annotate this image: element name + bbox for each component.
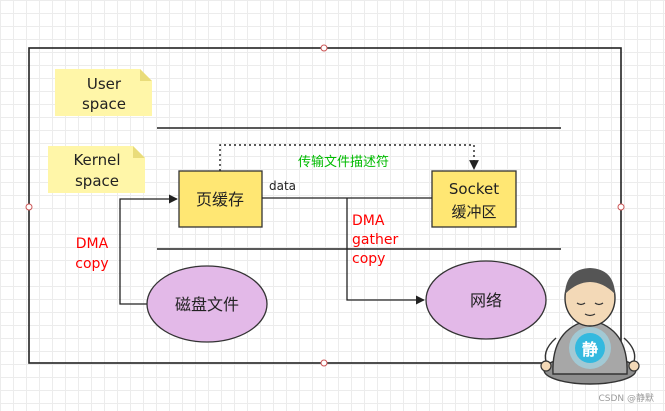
frame-handle-right[interactable] <box>617 203 625 211</box>
dma-gather-line1: DMA <box>352 213 385 229</box>
page-cache-label: 页缓存 <box>196 190 244 209</box>
descriptor-arrow <box>219 144 479 171</box>
kernel-space-line2: space <box>75 172 119 190</box>
dma-gather-line3: copy <box>352 251 385 267</box>
socket-buffer-line1: Socket <box>449 180 499 198</box>
frame-handle-top[interactable] <box>320 44 328 52</box>
disk-file-label: 磁盘文件 <box>175 295 239 314</box>
dma-gather-line2: gather <box>352 232 398 248</box>
socket-buffer-line2: 缓冲区 <box>451 203 496 221</box>
dma-copy-line1: DMA <box>76 236 109 252</box>
disk-file-node <box>146 265 268 343</box>
meditating-mascot-icon <box>540 268 640 385</box>
watermark: CSDN @静默 <box>598 392 654 404</box>
descriptor-label: 传输文件描述符 <box>298 154 389 170</box>
network-node <box>425 260 547 340</box>
mascot-glyph: 静 <box>582 340 598 359</box>
dma-copy-line2: copy <box>75 256 108 272</box>
dma-gather-arrow <box>346 198 425 305</box>
user-space-note: User space <box>55 69 152 116</box>
network-label: 网络 <box>470 291 502 310</box>
dma-copy-arrow <box>119 194 178 305</box>
data-label: data <box>269 179 296 193</box>
user-space-line1: User <box>87 75 122 93</box>
frame-handle-bottom[interactable] <box>320 359 328 367</box>
page-cache-box <box>178 170 263 228</box>
kernel-space-line1: Kernel <box>73 151 120 169</box>
socket-buffer-box <box>431 170 517 228</box>
kernel-space-note: Kernel space <box>48 146 145 193</box>
frame-handle-left[interactable] <box>25 203 33 211</box>
user-space-line2: space <box>82 95 126 113</box>
